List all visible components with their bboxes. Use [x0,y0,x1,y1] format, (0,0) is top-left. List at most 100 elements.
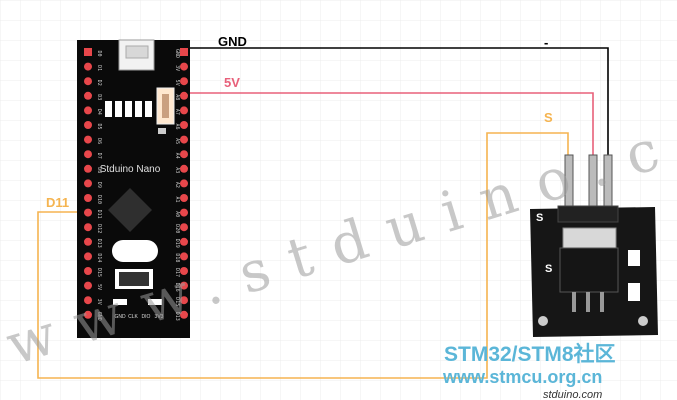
left-pin-column: D0D1D2D3D4D5D6D7D8D9D10D11D12D13D14D155V… [84,48,102,321]
pin-pad [84,296,92,305]
pin-label: 5V [174,80,180,86]
signal-label: S [544,110,553,125]
pin-pad [180,223,188,232]
pin-label: 3V [174,65,180,71]
pin-pad [84,281,92,290]
pin-label: D13 [174,312,180,321]
pin-pad [84,150,92,159]
pin-label: GND [174,49,180,58]
pin-pad [84,135,92,144]
pin-pad [84,252,92,261]
pin-label: A5 [174,138,180,144]
pin-pad [180,62,188,71]
regulator-chip [119,272,149,286]
bottom-label: DIO [142,314,151,320]
pin-pad [84,62,92,71]
pin-pad [84,121,92,129]
pin-label: D13 [96,239,102,248]
gnd-wire [185,47,609,158]
watermark-footer: stduino.com [543,389,602,400]
sensor-label-s1: S [536,212,543,224]
led-5 [145,101,152,117]
pin-label: D4 [96,109,102,115]
pin-label: A3 [174,167,180,173]
pin-pad [180,208,188,217]
pin-label: A0 [174,211,180,217]
sensor-lead-1 [572,292,576,312]
led-2 [115,101,122,117]
pin-pad [180,281,188,290]
pin-header [557,205,619,223]
smd-component [158,128,166,134]
pin-pad [84,48,92,56]
pin-label: 5V [96,284,102,290]
pin-label: D20 [174,224,180,233]
pin-label: 3V [96,299,102,305]
signal-wire [37,132,569,379]
pin-pad [180,310,188,319]
bottom-label: GND [114,314,126,320]
pin-pad [180,135,188,144]
ir-sensor-body [559,247,619,293]
mount-hole-left [538,316,548,326]
pin-label: D10 [96,195,102,204]
pin-label: A7 [174,109,180,115]
crystal-oscillator [112,240,158,262]
pin-pad [180,77,188,86]
bottom-label: 3V3 [155,314,164,320]
pin-label: A6 [174,123,180,129]
bottom-pad-2 [148,299,162,305]
ir-receiver-module: S S [530,154,658,337]
pin-label: A2 [174,182,180,188]
pin-label: D0 [96,50,102,56]
pin-pad [84,223,92,232]
pin-pad [180,91,188,100]
pin-label: D15 [96,268,102,277]
sensor-label-s2: S [545,263,552,275]
pin-label: D5 [96,123,102,129]
pin-pad [180,267,188,275]
pin-pad [84,91,92,100]
usb-port-icon [125,45,149,59]
pin-pad [180,150,188,159]
minus-label: - [544,35,548,50]
vcc-wire [185,92,594,158]
stduino-nano-board: D0D1D2D3D4D5D6D7D8D9D10D11D12D13D14D155V… [77,39,190,338]
pin-label: D2 [96,80,102,86]
pin-pad [180,296,188,305]
pin-label: D17 [174,268,180,277]
pin-pad [84,164,92,173]
pin-pad [84,267,92,275]
pin-label: D6 [96,138,102,144]
gnd-label: GND [218,34,247,49]
pin-label: D16 [174,283,180,292]
pin-pad [180,121,188,129]
pin-label: A1 [174,196,180,202]
bottom-label: CLK [128,314,138,320]
pin-pad [84,179,92,188]
led-4 [135,101,142,117]
pin-pad [180,252,188,261]
pin-pad [180,164,188,173]
pin-pad [84,208,92,217]
pin-label: D1 [96,65,102,71]
ir-sensor-head [562,227,617,249]
pin-pad [180,237,188,246]
pin-label: D8 [96,167,102,173]
pin-label: D7 [96,153,102,159]
d11-label: D11 [46,195,69,210]
pin-pad [84,310,92,319]
pin-label: GND [96,312,102,321]
sensor-lead-2 [586,292,590,312]
pin-label: A4 [174,153,180,159]
mcu-chip [108,188,152,232]
led-3 [125,101,132,117]
pin-pad [180,106,188,115]
pin-label: A8 [174,94,180,100]
pin-label: D19 [174,239,180,248]
led-1 [105,101,112,117]
vcc-label: 5V [224,75,240,90]
pin-label: D15 [174,297,180,306]
